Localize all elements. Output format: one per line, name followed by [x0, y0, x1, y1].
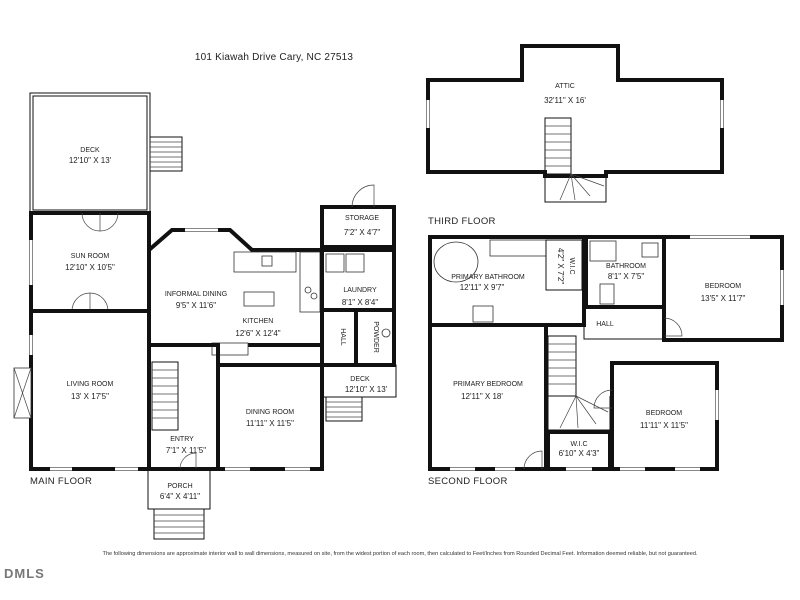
deck-stairs [149, 136, 183, 172]
primary-bedroom-door [523, 450, 543, 470]
vanity-icon [489, 239, 547, 257]
room-name-entry: ENTRY [170, 436, 194, 443]
attic-stairs [544, 117, 607, 203]
room-name-bedroom-se: BEDROOM [646, 410, 682, 417]
property-address: 101 Kiawah Drive Cary, NC 27513 [194, 52, 354, 63]
kitchen-island [243, 291, 275, 307]
room-dim-laundry: 8'1" X 8'4" [342, 298, 378, 307]
main-floor-title: MAIN FLOOR [30, 476, 92, 487]
room-dim-living-room: 13' X 17'5" [71, 392, 109, 401]
room-name-powder: POWDER [372, 321, 379, 353]
storage-door [351, 184, 375, 208]
front-door [179, 452, 197, 470]
disclaimer-text: The following dimensions are approximate… [102, 551, 698, 557]
porch-stairs [153, 508, 205, 540]
room-dim-kitchen: 12'6" X 12'4" [235, 329, 280, 338]
bathtub-icon [433, 241, 479, 283]
room-dim-bedroom-se: 11'11" X 11'5" [640, 421, 688, 430]
room-dim-attic: 32'11" X 16' [544, 96, 586, 105]
room-dim-deck-top: 12'10" X 13' [69, 156, 112, 165]
room-name-bathroom: BATHROOM [606, 263, 646, 270]
second-floor-plan [428, 235, 784, 471]
powder-toilet-icon [381, 328, 391, 338]
sun-room-french-doors [71, 292, 109, 312]
room-name-living-room: LIVING ROOM [67, 381, 114, 388]
room-dim-bathroom: 8'1" X 7'5" [608, 272, 644, 281]
bathroom-sink-icon [599, 283, 615, 305]
room-name-storage: STORAGE [345, 215, 379, 222]
room-name-kitchen: KITCHEN [243, 318, 274, 325]
room-name-deck-side: DECK [350, 376, 370, 383]
second-floor-stairs [547, 335, 611, 431]
hall-outline [583, 306, 665, 340]
room-dim-deck-side: 12'10" X 13' [345, 385, 388, 394]
room-dim-porch: 6'4" X 4'11" [160, 492, 200, 501]
hall-walls [320, 308, 358, 367]
bedroom-ne-door [663, 317, 683, 337]
room-dim-dining-room: 11'11" X 11'5" [246, 419, 294, 428]
entry-stairs [151, 361, 179, 431]
dining-room-walls [216, 363, 324, 471]
room-name-attic: ATTIC [555, 83, 575, 90]
room-name-dining-room: DINING ROOM [246, 409, 294, 416]
bedroom-se-door [593, 389, 613, 409]
room-name-wic-top: W.I.C [568, 257, 575, 274]
room-dim-entry: 7'1" X 11'5" [166, 446, 206, 455]
room-name-informal-dining: INFORMAL DINING [165, 291, 227, 298]
toilet-icon [472, 305, 494, 323]
room-name-primary-bedroom: PRIMARY BEDROOM [453, 381, 523, 388]
attic-walls [426, 44, 724, 178]
primary-bedroom-walls [428, 323, 548, 471]
room-name-wic-bottom: W.I.C [570, 441, 587, 448]
room-dim-wic-bottom: 6'10" X 4'3" [559, 449, 600, 458]
main-floor-plan [13, 92, 397, 540]
room-dim-primary-bedroom: 12'11" X 18' [461, 392, 503, 401]
second-floor-windows [450, 235, 784, 471]
room-dim-sun-room: 12'10" X 10'5" [65, 263, 115, 272]
third-floor-title: THIRD FLOOR [428, 216, 496, 227]
stove-burner-icon-2 [310, 292, 318, 300]
sink-icon [261, 255, 273, 267]
room-name-hall-main: HALL [339, 328, 346, 346]
main-floor-windows [29, 228, 310, 471]
bathroom-toilet-icon [641, 242, 659, 258]
sun-room-door-2 [99, 212, 119, 232]
third-floor-plan [426, 44, 724, 203]
sun-room-door [81, 212, 101, 232]
room-name-laundry: LAUNDRY [343, 287, 377, 294]
room-dim-informal-dining: 9'5" X 11'6" [176, 301, 216, 310]
room-dim-bedroom-ne: 13'5" X 11'7" [701, 294, 746, 303]
room-dim-storage: 7'2" X 4'7" [344, 228, 380, 237]
stove-burner-icon [304, 286, 312, 294]
room-name-primary-bath: PRIMARY BATHROOM [451, 274, 525, 281]
room-name-deck-top: DECK [80, 147, 100, 154]
storage-walls [320, 205, 396, 249]
room-name-hall-second: HALL [596, 321, 614, 328]
kitchen-counter-bottom [211, 342, 249, 356]
dryer-icon [345, 253, 365, 273]
room-dim-primary-bath: 12'11" X 9'7" [460, 283, 505, 292]
second-floor-title: SECOND FLOOR [428, 476, 508, 487]
room-dim-wic-top: 4'2" X 7'2" [556, 248, 565, 284]
bathroom-tub-icon [589, 240, 617, 262]
side-deck-stairs [325, 396, 363, 422]
living-room-walls [29, 309, 151, 471]
room-name-sun-room: SUN ROOM [71, 253, 110, 260]
washer-icon [325, 253, 345, 273]
kitchen-walls [147, 228, 324, 347]
mls-logo: DMLS [4, 566, 45, 581]
wic-top-outline [545, 239, 583, 291]
room-name-bedroom-ne: BEDROOM [705, 283, 741, 290]
kitchen-counter-side [299, 251, 321, 313]
room-name-porch: PORCH [167, 483, 192, 490]
deck-inner-outline [32, 95, 148, 211]
